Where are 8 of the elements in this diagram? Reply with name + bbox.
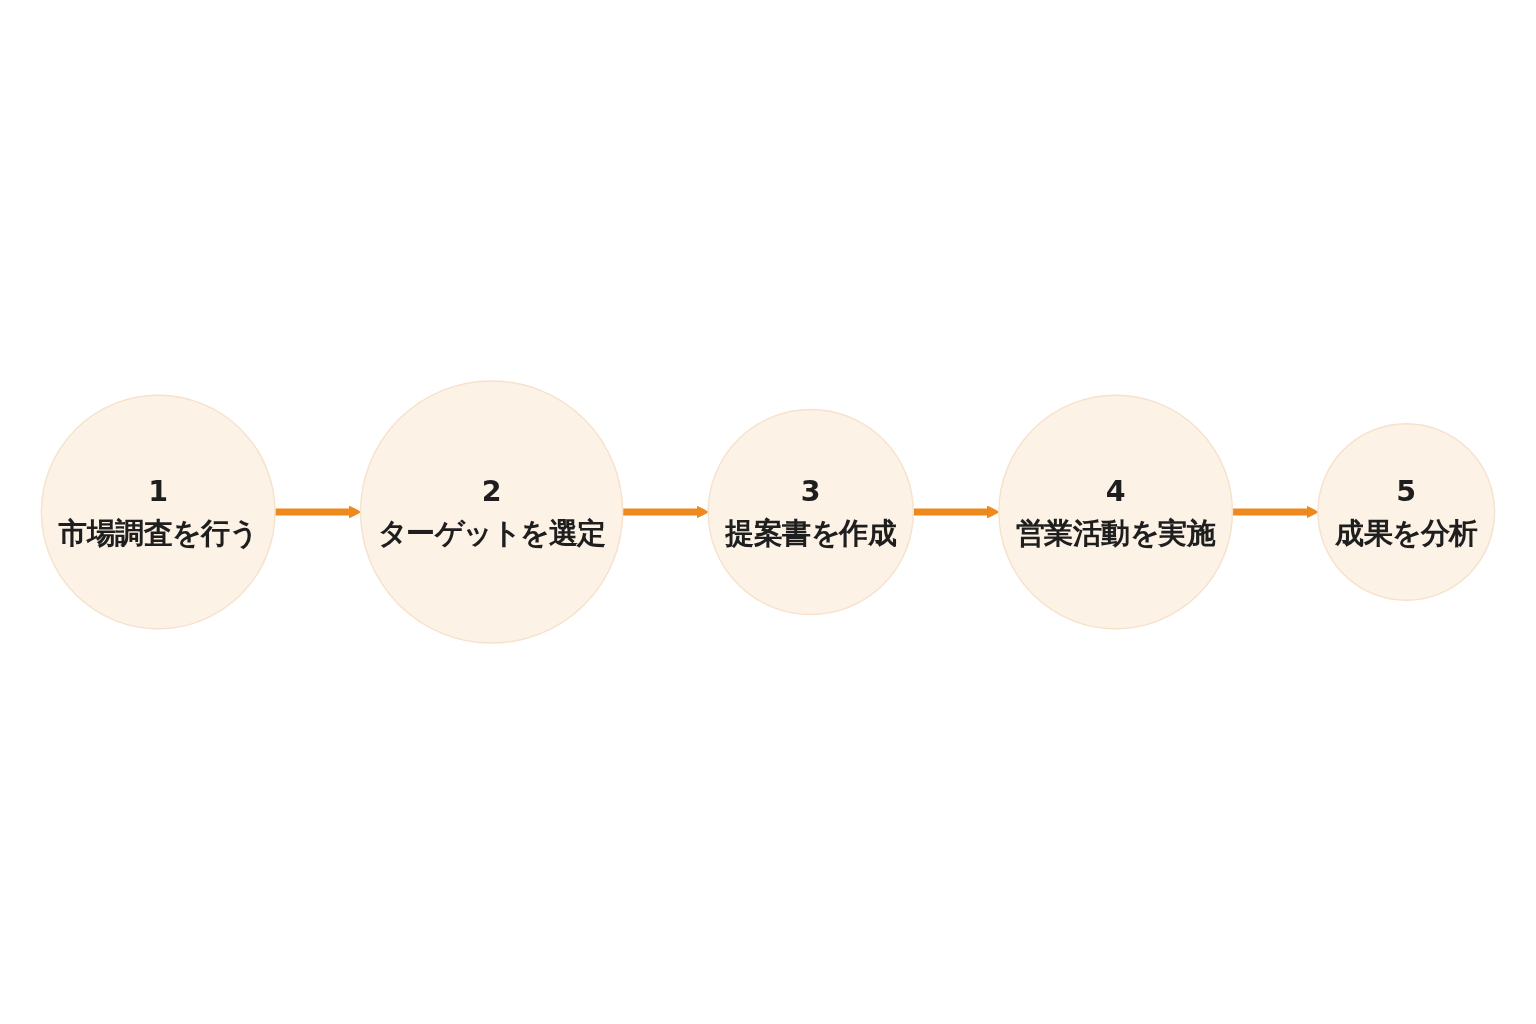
arrow	[1232, 505, 1319, 519]
node-circle: 3 提案書を作成	[707, 408, 915, 616]
node-circle: 5 成果を分析	[1317, 422, 1496, 602]
arrow	[913, 505, 1000, 519]
node-circle: 4 営業活動を実施	[998, 394, 1234, 630]
node-circle: 1 市場調査を行う	[40, 394, 276, 630]
node-circle: 2 ターゲットを選定	[359, 380, 624, 644]
arrow	[622, 505, 709, 519]
